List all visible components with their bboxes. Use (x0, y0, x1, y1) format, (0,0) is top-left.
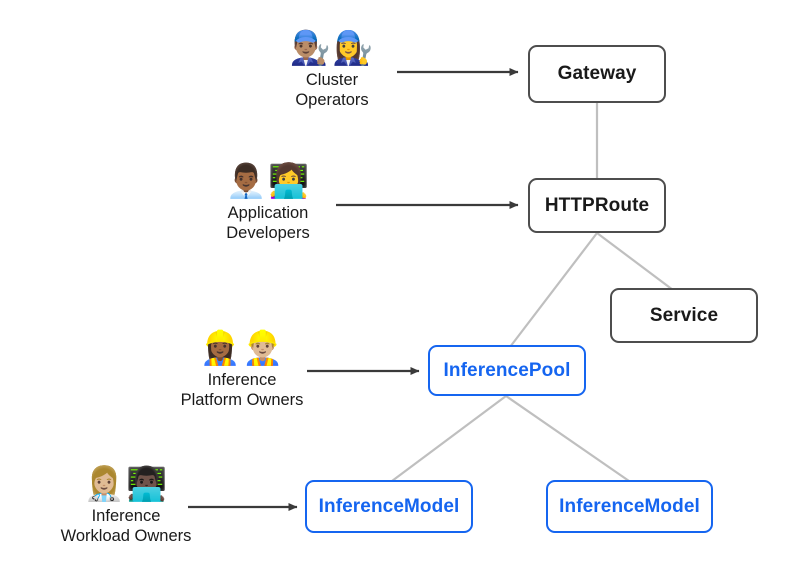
persona-inference-platform-owners[interactable]: 👷🏾‍♀️👷🏼‍♂️ Inference Platform Owners (168, 328, 316, 410)
persona-label-application-developers: Application Developers (226, 204, 310, 242)
connector-httproute-inferencepool (508, 231, 599, 349)
node-service[interactable]: Service (610, 288, 758, 343)
mechanic-pair-icon: 👨🏽‍🔧👩‍🔧 (289, 29, 375, 66)
health-worker-technologist-pair-icon: 👩🏼‍⚕️👨🏿‍💻 (83, 465, 169, 502)
connector-inferencepool-inferencemodel-1 (390, 394, 508, 483)
node-inferencepool[interactable]: InferencePool (428, 345, 586, 396)
node-inferencemodel-2[interactable]: InferenceModel (546, 480, 713, 533)
node-httproute[interactable]: HTTPRoute (528, 178, 666, 233)
office-worker-technologist-pair-icon: 👨🏾‍💼👩‍💻 (225, 162, 311, 199)
persona-label-inference-workload-owners: Inference Workload Owners (60, 507, 192, 545)
construction-worker-pair-icon: 👷🏾‍♀️👷🏼‍♂️ (199, 329, 285, 366)
node-label-httproute: HTTPRoute (544, 194, 650, 216)
persona-inference-workload-owners[interactable]: 👩🏼‍⚕️👨🏿‍💻 Inference Workload Owners (52, 464, 200, 546)
node-inferencemodel-1[interactable]: InferenceModel (305, 480, 473, 533)
persona-application-developers[interactable]: 👨🏾‍💼👩‍💻 Application Developers (194, 161, 342, 243)
node-label-service: Service (649, 304, 719, 326)
node-label-inferencemodel-2: InferenceModel (559, 495, 700, 517)
persona-cluster-operators[interactable]: 👨🏽‍🔧👩‍🔧 Cluster Operators (258, 28, 406, 110)
connector-inferencepool-inferencemodel-2 (504, 394, 631, 483)
persona-label-cluster-operators: Cluster Operators (295, 71, 369, 109)
persona-label-inference-platform-owners: Inference Platform Owners (180, 371, 304, 409)
node-label-gateway: Gateway (557, 63, 637, 84)
node-gateway[interactable]: Gateway (528, 45, 666, 103)
connector-httproute-service (595, 231, 675, 292)
node-label-inferencemodel-1: InferenceModel (318, 495, 460, 517)
node-label-inferencepool: InferencePool (443, 359, 571, 381)
